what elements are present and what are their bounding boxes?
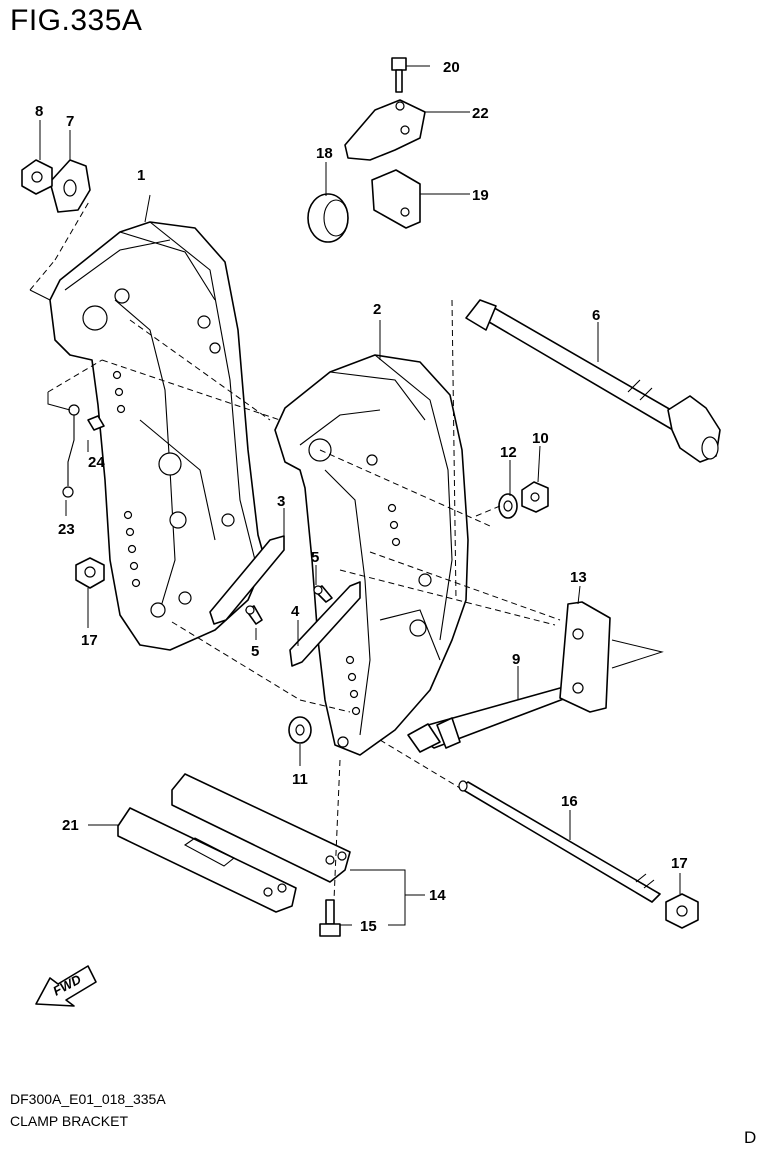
nut-8[interactable] [21, 159, 53, 195]
fwd-direction-icon: FWD [35, 965, 97, 1007]
drawing-code: DF300A_E01_018_335A [10, 1091, 166, 1107]
cap-18[interactable] [307, 193, 349, 243]
nut-flange-upper[interactable] [75, 557, 105, 589]
callout-17a[interactable]: 17 [81, 632, 98, 649]
callout-6[interactable]: 6 [592, 307, 600, 324]
ground-wire-23[interactable] [62, 404, 80, 498]
screw-5-lower[interactable] [245, 605, 263, 625]
liner-3[interactable] [209, 535, 285, 625]
washer-11[interactable] [288, 716, 312, 744]
bolt-15[interactable] [319, 899, 341, 937]
tilt-tube[interactable] [465, 299, 721, 463]
plate[interactable] [559, 601, 611, 713]
callout-11[interactable]: 11 [292, 771, 308, 788]
bolt-long[interactable] [407, 682, 583, 753]
callout-24[interactable]: 24 [88, 454, 105, 471]
callout-21[interactable]: 21 [62, 817, 79, 834]
callout-10[interactable]: 10 [532, 430, 549, 447]
shaft[interactable] [458, 780, 661, 903]
gasket-7[interactable] [49, 159, 91, 213]
spacer-14[interactable] [171, 773, 351, 883]
callout-20[interactable]: 20 [443, 59, 460, 76]
bracket-19[interactable] [371, 169, 421, 229]
callout-15[interactable]: 15 [360, 918, 377, 935]
callout-3[interactable]: 3 [277, 493, 285, 510]
drawing-name: CLAMP BRACKET [10, 1113, 128, 1129]
bolt-20[interactable] [391, 57, 407, 93]
leader-lines [29, 65, 681, 926]
callout-22[interactable]: 22 [472, 105, 489, 122]
screw-5-upper[interactable] [313, 585, 333, 603]
nut-flange-lower[interactable] [665, 893, 699, 929]
callout-16[interactable]: 16 [561, 793, 578, 810]
spacer-21[interactable] [117, 807, 297, 913]
clamp-bracket-left[interactable] [49, 221, 266, 651]
figure-title: FIG.335A [10, 4, 143, 37]
callout-5b[interactable]: 5 [251, 643, 259, 660]
cover-22[interactable] [344, 99, 426, 161]
clamp-bracket-right[interactable] [274, 354, 469, 756]
callout-14[interactable]: 14 [429, 887, 446, 904]
callout-12[interactable]: 12 [500, 444, 517, 461]
liner-4[interactable] [289, 581, 361, 667]
callout-2[interactable]: 2 [373, 301, 381, 318]
callout-1[interactable]: 1 [137, 167, 145, 184]
nut-10[interactable] [521, 481, 549, 513]
callout-4[interactable]: 4 [291, 603, 300, 620]
callout-8[interactable]: 8 [35, 103, 43, 120]
callout-17b[interactable]: 17 [671, 855, 688, 872]
callout-19[interactable]: 19 [472, 187, 489, 204]
corner-mark: D [744, 1128, 757, 1147]
callout-23[interactable]: 23 [58, 521, 75, 538]
callout-18[interactable]: 18 [316, 145, 333, 162]
callout-5a[interactable]: 5 [311, 549, 319, 566]
screw-24[interactable] [87, 415, 105, 431]
washer-12[interactable] [498, 493, 518, 519]
callout-numbers: 1 2 3 4 5 5 6 7 8 9 10 11 12 13 14 15 16… [35, 59, 688, 935]
callout-9[interactable]: 9 [512, 651, 520, 668]
callout-13[interactable]: 13 [570, 569, 587, 586]
callout-7[interactable]: 7 [66, 113, 74, 130]
